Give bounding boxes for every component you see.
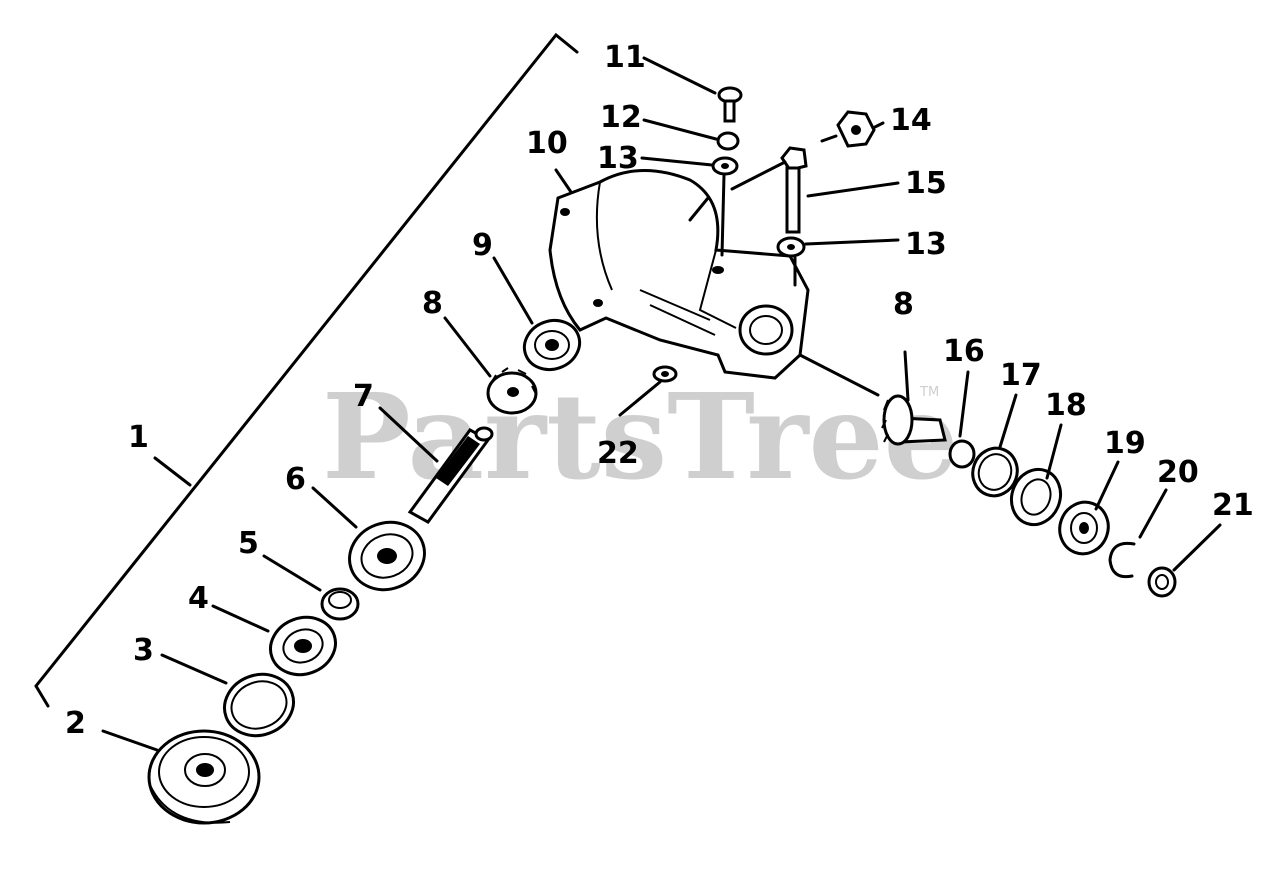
callout-5: 5 bbox=[238, 526, 259, 561]
part-3-o-ring bbox=[223, 672, 295, 738]
part-2-drive-cup bbox=[147, 729, 261, 825]
part-4-bearing bbox=[269, 615, 337, 677]
part-15-bolt bbox=[780, 146, 808, 234]
callout-14: 14 bbox=[890, 103, 932, 138]
assembly-bracket bbox=[34, 32, 579, 708]
part-19-bearing bbox=[1058, 500, 1110, 556]
callout-20: 20 bbox=[1157, 455, 1199, 490]
watermark-trademark: TM bbox=[919, 385, 939, 400]
part-18-bearing bbox=[1009, 467, 1063, 527]
callout-15: 15 bbox=[905, 166, 947, 201]
callout-11: 11 bbox=[604, 40, 646, 75]
callout-17: 17 bbox=[1000, 358, 1042, 393]
part-13-washer-top bbox=[711, 156, 739, 176]
part-8-gear-left bbox=[486, 367, 538, 415]
part-6-bearing bbox=[348, 520, 426, 592]
part-14-grease-fitting bbox=[836, 110, 876, 148]
callout-12: 12 bbox=[600, 100, 642, 135]
part-22-washer bbox=[652, 365, 678, 383]
part-9-bearing bbox=[522, 318, 582, 372]
leader-lines bbox=[101, 56, 1222, 752]
callout-8-left: 8 bbox=[422, 286, 443, 321]
callout-7: 7 bbox=[353, 379, 374, 414]
part-11-screw bbox=[717, 86, 743, 123]
watermark-text: PartsTree bbox=[322, 367, 959, 506]
part-21-cap bbox=[1147, 566, 1177, 598]
part-5-spacer bbox=[320, 587, 360, 621]
part-16-snap-ring bbox=[948, 439, 976, 469]
callout-8-right: 8 bbox=[893, 287, 914, 322]
part-10-gear-housing bbox=[548, 169, 810, 380]
part-12-lock-washer bbox=[716, 131, 740, 151]
part-17-shim-ring bbox=[971, 446, 1019, 498]
callout-13-lower: 13 bbox=[905, 227, 947, 262]
callout-1: 1 bbox=[128, 420, 149, 455]
callout-22: 22 bbox=[597, 436, 639, 471]
part-7-pinion-shaft bbox=[407, 426, 494, 524]
callout-4: 4 bbox=[188, 581, 209, 616]
callout-6: 6 bbox=[285, 462, 306, 497]
callout-9: 9 bbox=[472, 228, 493, 263]
callout-13-top: 13 bbox=[597, 141, 639, 176]
callout-21: 21 bbox=[1212, 488, 1254, 523]
callout-19: 19 bbox=[1104, 426, 1146, 461]
callout-16: 16 bbox=[943, 334, 985, 369]
callout-18: 18 bbox=[1045, 388, 1087, 423]
callout-10: 10 bbox=[526, 126, 568, 161]
callout-2: 2 bbox=[65, 706, 86, 741]
part-13-washer-lower bbox=[776, 236, 806, 258]
callout-3: 3 bbox=[133, 633, 154, 668]
part-8-gear-right bbox=[881, 394, 947, 446]
part-20-circlip bbox=[1108, 541, 1136, 579]
